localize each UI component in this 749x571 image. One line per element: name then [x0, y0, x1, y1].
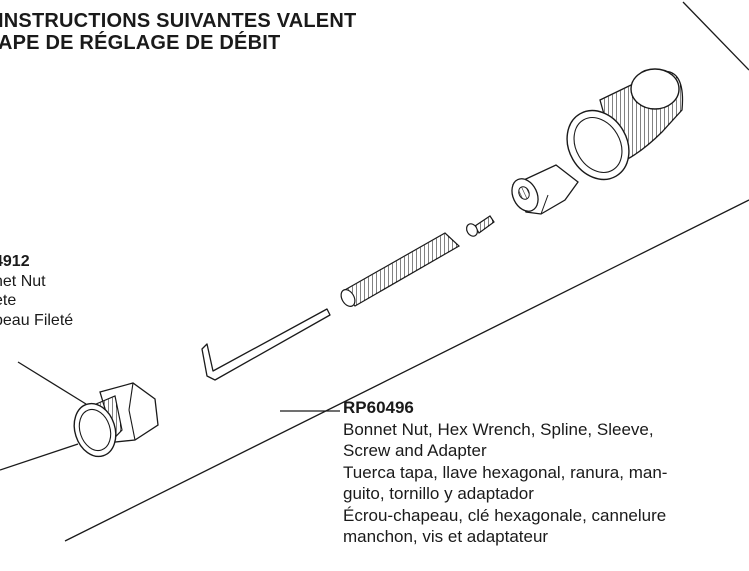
sleeve-part [511, 164, 579, 215]
page-heading: INSTRUCTIONS SUIVANTES VALENT APE DE RÉG… [0, 10, 356, 54]
heading-line-2: APE DE RÉGLAGE DE DÉBIT [0, 32, 281, 54]
right-callout-line: Écrou-chapeau, clé hexagonale, cannelure [343, 505, 667, 525]
left-callout-line: ete [0, 292, 17, 309]
left-callout: 4912 net Nut ete peau Fileté [0, 252, 73, 330]
right-callout-line: guito, tornillo y adaptador [343, 484, 534, 503]
screw-part [465, 215, 495, 237]
adapter-part [566, 68, 684, 181]
spline-part [340, 232, 461, 307]
left-callout-line: peau Fileté [0, 311, 74, 329]
left-callout-line: net Nut [0, 272, 46, 290]
right-callout-line: Screw and Adapter [343, 441, 487, 460]
hex-wrench-part [201, 308, 331, 381]
bonnet-nut-part [73, 382, 159, 458]
left-part-number: 4912 [0, 253, 30, 270]
right-callout: RP60496 Bonnet Nut, Hex Wrench, Spline, … [343, 397, 667, 548]
right-callout-line: manchon, vis et adaptateur [343, 527, 549, 546]
right-callout-line: Tuerca tapa, llave hexagonal, ranura, ma… [343, 462, 668, 482]
right-part-number: RP60496 [343, 398, 414, 417]
kit-frame [0, 1, 749, 542]
right-callout-line: Bonnet Nut, Hex Wrench, Spline, Sleeve, [343, 419, 654, 439]
heading-line-1: INSTRUCTIONS SUIVANTES VALENT [0, 10, 357, 32]
